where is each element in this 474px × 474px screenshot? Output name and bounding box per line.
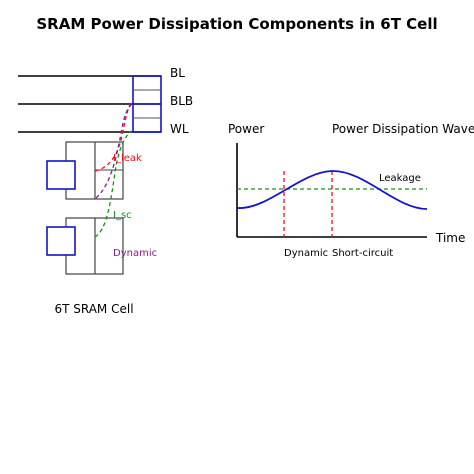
short-circuit-event-label: Short-circuit xyxy=(332,248,393,259)
inverter-block-upper xyxy=(46,160,76,190)
leakage-current-label: I_leak xyxy=(113,153,142,164)
diagram-title: SRAM Power Dissipation Components in 6T … xyxy=(36,15,437,33)
dynamic-current-label: Dynamic xyxy=(113,248,157,259)
waveform-ylabel: Power xyxy=(228,122,264,136)
cell-label: 6T SRAM Cell xyxy=(54,302,133,316)
dynamic-event-label: Dynamic xyxy=(284,248,328,259)
inverter-block-lower xyxy=(46,226,76,256)
waveform-xlabel: Time xyxy=(435,231,465,245)
sram-circuit: BL BLB WL I_leak I_sc Dynamic xyxy=(18,66,193,316)
dynamic-current-path xyxy=(95,102,134,199)
wl-label: WL xyxy=(170,122,189,136)
power-waveform: Power Power Dissipation Waveform Time Le… xyxy=(228,122,474,259)
bl-label: BL xyxy=(170,66,185,80)
access-transistor-stack xyxy=(132,75,162,133)
blb-label: BLB xyxy=(170,94,193,108)
short-circuit-current-path xyxy=(94,130,132,238)
leakage-label: Leakage xyxy=(379,173,421,184)
short-circuit-current-label: I_sc xyxy=(113,210,132,221)
power-curve xyxy=(236,170,428,210)
waveform-title: Power Dissipation Waveform xyxy=(332,122,474,136)
